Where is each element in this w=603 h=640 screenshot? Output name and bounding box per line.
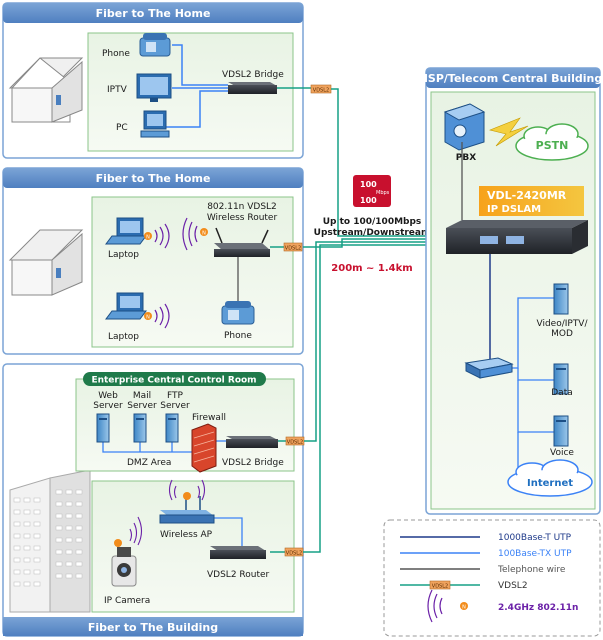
svg-text:VDSL2: VDSL2: [285, 246, 301, 252]
svg-text:N: N: [202, 231, 206, 237]
web-server-label-2: Server: [93, 401, 123, 411]
svg-text:N: N: [146, 315, 150, 321]
router-label-line1: 802.11n VDSL2: [207, 202, 277, 212]
svg-text:100: 100: [360, 196, 377, 205]
building-title: Fiber to The Building: [88, 621, 218, 634]
pstn-label: PSTN: [536, 139, 569, 152]
svg-text:100: 100: [360, 180, 377, 189]
dslam-icon: [446, 220, 588, 254]
vdsl2-bridge-label: VDSL2 Bridge: [222, 458, 284, 468]
wifi-badge-icon: N: [144, 303, 170, 329]
wifi-legend-icon: N: [427, 589, 468, 623]
product-sub: IP DSLAM: [487, 204, 541, 215]
house-icon: [8, 57, 84, 123]
internet-cloud-icon: [507, 459, 593, 497]
svg-text:N: N: [462, 605, 466, 611]
isp-links: [461, 142, 554, 478]
phone-label: Phone: [224, 331, 252, 341]
pbx-icon: [443, 103, 486, 151]
mail-server-label-1: Mail: [133, 391, 151, 401]
product-banner: VDL-2420MR IP DSLAM: [479, 186, 584, 216]
phone-icon: [221, 301, 255, 325]
product-name: VDL-2420MR: [487, 189, 567, 202]
video-server-icon: [553, 283, 569, 315]
home2-title: Fiber to The Home: [96, 172, 211, 185]
legend-item-1000base-t: 1000Base-T UTP: [498, 533, 572, 543]
voice-label: Voice: [550, 448, 574, 458]
svg-text:VDSL2: VDSL2: [287, 440, 303, 446]
vdsl2-router-label: VDSL2 Router: [207, 570, 270, 580]
mail-server-label-2: Server: [127, 401, 157, 411]
svg-text:VDSL2: VDSL2: [286, 551, 302, 557]
data-label: Data: [551, 388, 573, 398]
dmz-label: DMZ Area: [127, 458, 171, 468]
svg-text:Mbps: Mbps: [376, 190, 390, 196]
wireless-router-icon: [214, 227, 270, 257]
internet-label: Internet: [527, 478, 573, 489]
home1-title: Fiber to The Home: [96, 7, 211, 20]
switch-icon: [464, 357, 514, 379]
tv-icon: [136, 73, 172, 102]
wireless-ap-label: Wireless AP: [160, 530, 213, 540]
data-server-icon: [553, 363, 569, 395]
enterprise-section: Enterprise Central Control Room: [75, 372, 295, 472]
building-icon: [9, 469, 91, 613]
mail-server-icon: [133, 413, 147, 443]
ftp-server-icon: [165, 413, 179, 443]
wifi-badge-icon: N: [144, 223, 170, 249]
ftp-server-label-2: Server: [160, 401, 190, 411]
web-server-label-1: Web: [98, 391, 118, 401]
speed-line-1: Up to 100/100Mbps: [323, 217, 422, 227]
lightning-icon: [489, 117, 529, 147]
vdsl2-tag: VDSL2: [283, 242, 303, 252]
vdsl2-router-icon: [210, 546, 266, 559]
web-server-icon: [96, 413, 110, 443]
vdsl2-bridge-icon: [228, 82, 277, 94]
pbx-label: PBX: [456, 153, 476, 163]
phone-icon: [139, 33, 171, 57]
laptop-icon: [105, 292, 147, 320]
wireless-ap-icon: [159, 479, 215, 524]
legend-item-telephone: Telephone wire: [497, 565, 566, 575]
svg-text:N: N: [146, 235, 150, 241]
firewall-label: Firewall: [192, 413, 226, 423]
vdsl2-tag: VDSL2: [310, 84, 332, 94]
ip-camera-label: IP Camera: [104, 596, 150, 606]
legend-item-wifi: 2.4GHz 802.11n: [498, 603, 578, 613]
speed-line-2: Upstream/Downstream: [314, 228, 431, 238]
house-icon: [8, 229, 84, 296]
pc-icon: [140, 110, 170, 138]
vdsl2-bridge-label: VDSL2 Bridge: [222, 70, 284, 80]
phone-label: Phone: [102, 49, 130, 59]
pstn-cloud-icon: [515, 123, 589, 161]
svg-text:VDSL2: VDSL2: [432, 584, 448, 590]
laptop-icon: [105, 217, 147, 245]
iptv-label: IPTV: [107, 85, 128, 95]
legend-item-100base-tx: 100Base-TX UTP: [498, 549, 572, 559]
router-wifi-icon: N: [182, 217, 208, 251]
legend: 1000Base-T UTP 100Base-TX UTP Telephone …: [383, 519, 601, 637]
voice-server-icon: [553, 415, 569, 447]
svg-text:VDSL2: VDSL2: [313, 88, 329, 94]
distance-label: 200m ~ 1.4km: [331, 263, 412, 274]
building-inner-panel: [91, 480, 295, 613]
pc-label: PC: [116, 123, 128, 133]
vdsl2-bridge-icon: [226, 436, 278, 448]
router-label-line2: Wireless Router: [207, 213, 278, 223]
ip-camera-icon: [111, 516, 143, 587]
speed-badge-icon: 100 Mbps 100: [353, 175, 391, 207]
legend-item-vdsl2: VDSL2: [498, 581, 528, 591]
vdsl2-trunk-lines: [303, 88, 446, 553]
vdsl2-tag: VDSL2: [285, 436, 305, 446]
video-label-1: Video/IPTV/: [536, 319, 588, 329]
enterprise-title: Enterprise Central Control Room: [91, 376, 256, 386]
isp-title: ISP/Telecom Central Building: [424, 72, 602, 85]
ftp-server-label-1: FTP: [167, 391, 184, 401]
laptop-label: Laptop: [108, 250, 139, 260]
laptop-label: Laptop: [108, 332, 139, 342]
vdsl2-tag: VDSL2: [284, 547, 304, 557]
firewall-icon: [191, 423, 217, 473]
video-label-2: MOD: [551, 329, 573, 339]
